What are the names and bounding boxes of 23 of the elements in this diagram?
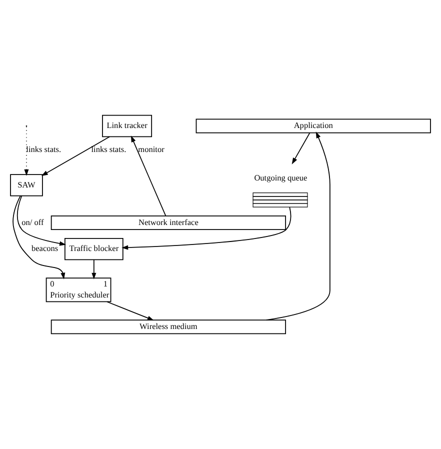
arrow — [41, 136, 110, 176]
edge-label: links stats. — [26, 145, 62, 154]
arrow — [106, 301, 154, 320]
arrow — [130, 136, 166, 216]
arrow — [266, 132, 330, 320]
edge-label: monitor — [138, 145, 164, 154]
node-box: SAW — [10, 174, 43, 196]
edge-label: on/ off — [22, 218, 44, 227]
arrow — [92, 259, 96, 280]
arrow — [292, 132, 310, 164]
arrow — [24, 126, 29, 176]
arrow — [122, 206, 292, 250]
node-box: Application — [196, 118, 431, 134]
node-box: Wireless medium — [50, 320, 286, 334]
arrow — [17, 195, 66, 246]
node-box: Link tracker — [102, 114, 152, 138]
arrow — [12, 195, 66, 280]
node-box: Traffic blocker — [64, 238, 124, 260]
node-box: 0 1 Priority scheduler — [46, 278, 112, 302]
node-label: Outgoing queue — [254, 173, 308, 182]
edge-label: links stats. — [91, 145, 126, 154]
edge-label: beacons — [32, 244, 58, 254]
node-box: Network interface — [50, 215, 286, 230]
